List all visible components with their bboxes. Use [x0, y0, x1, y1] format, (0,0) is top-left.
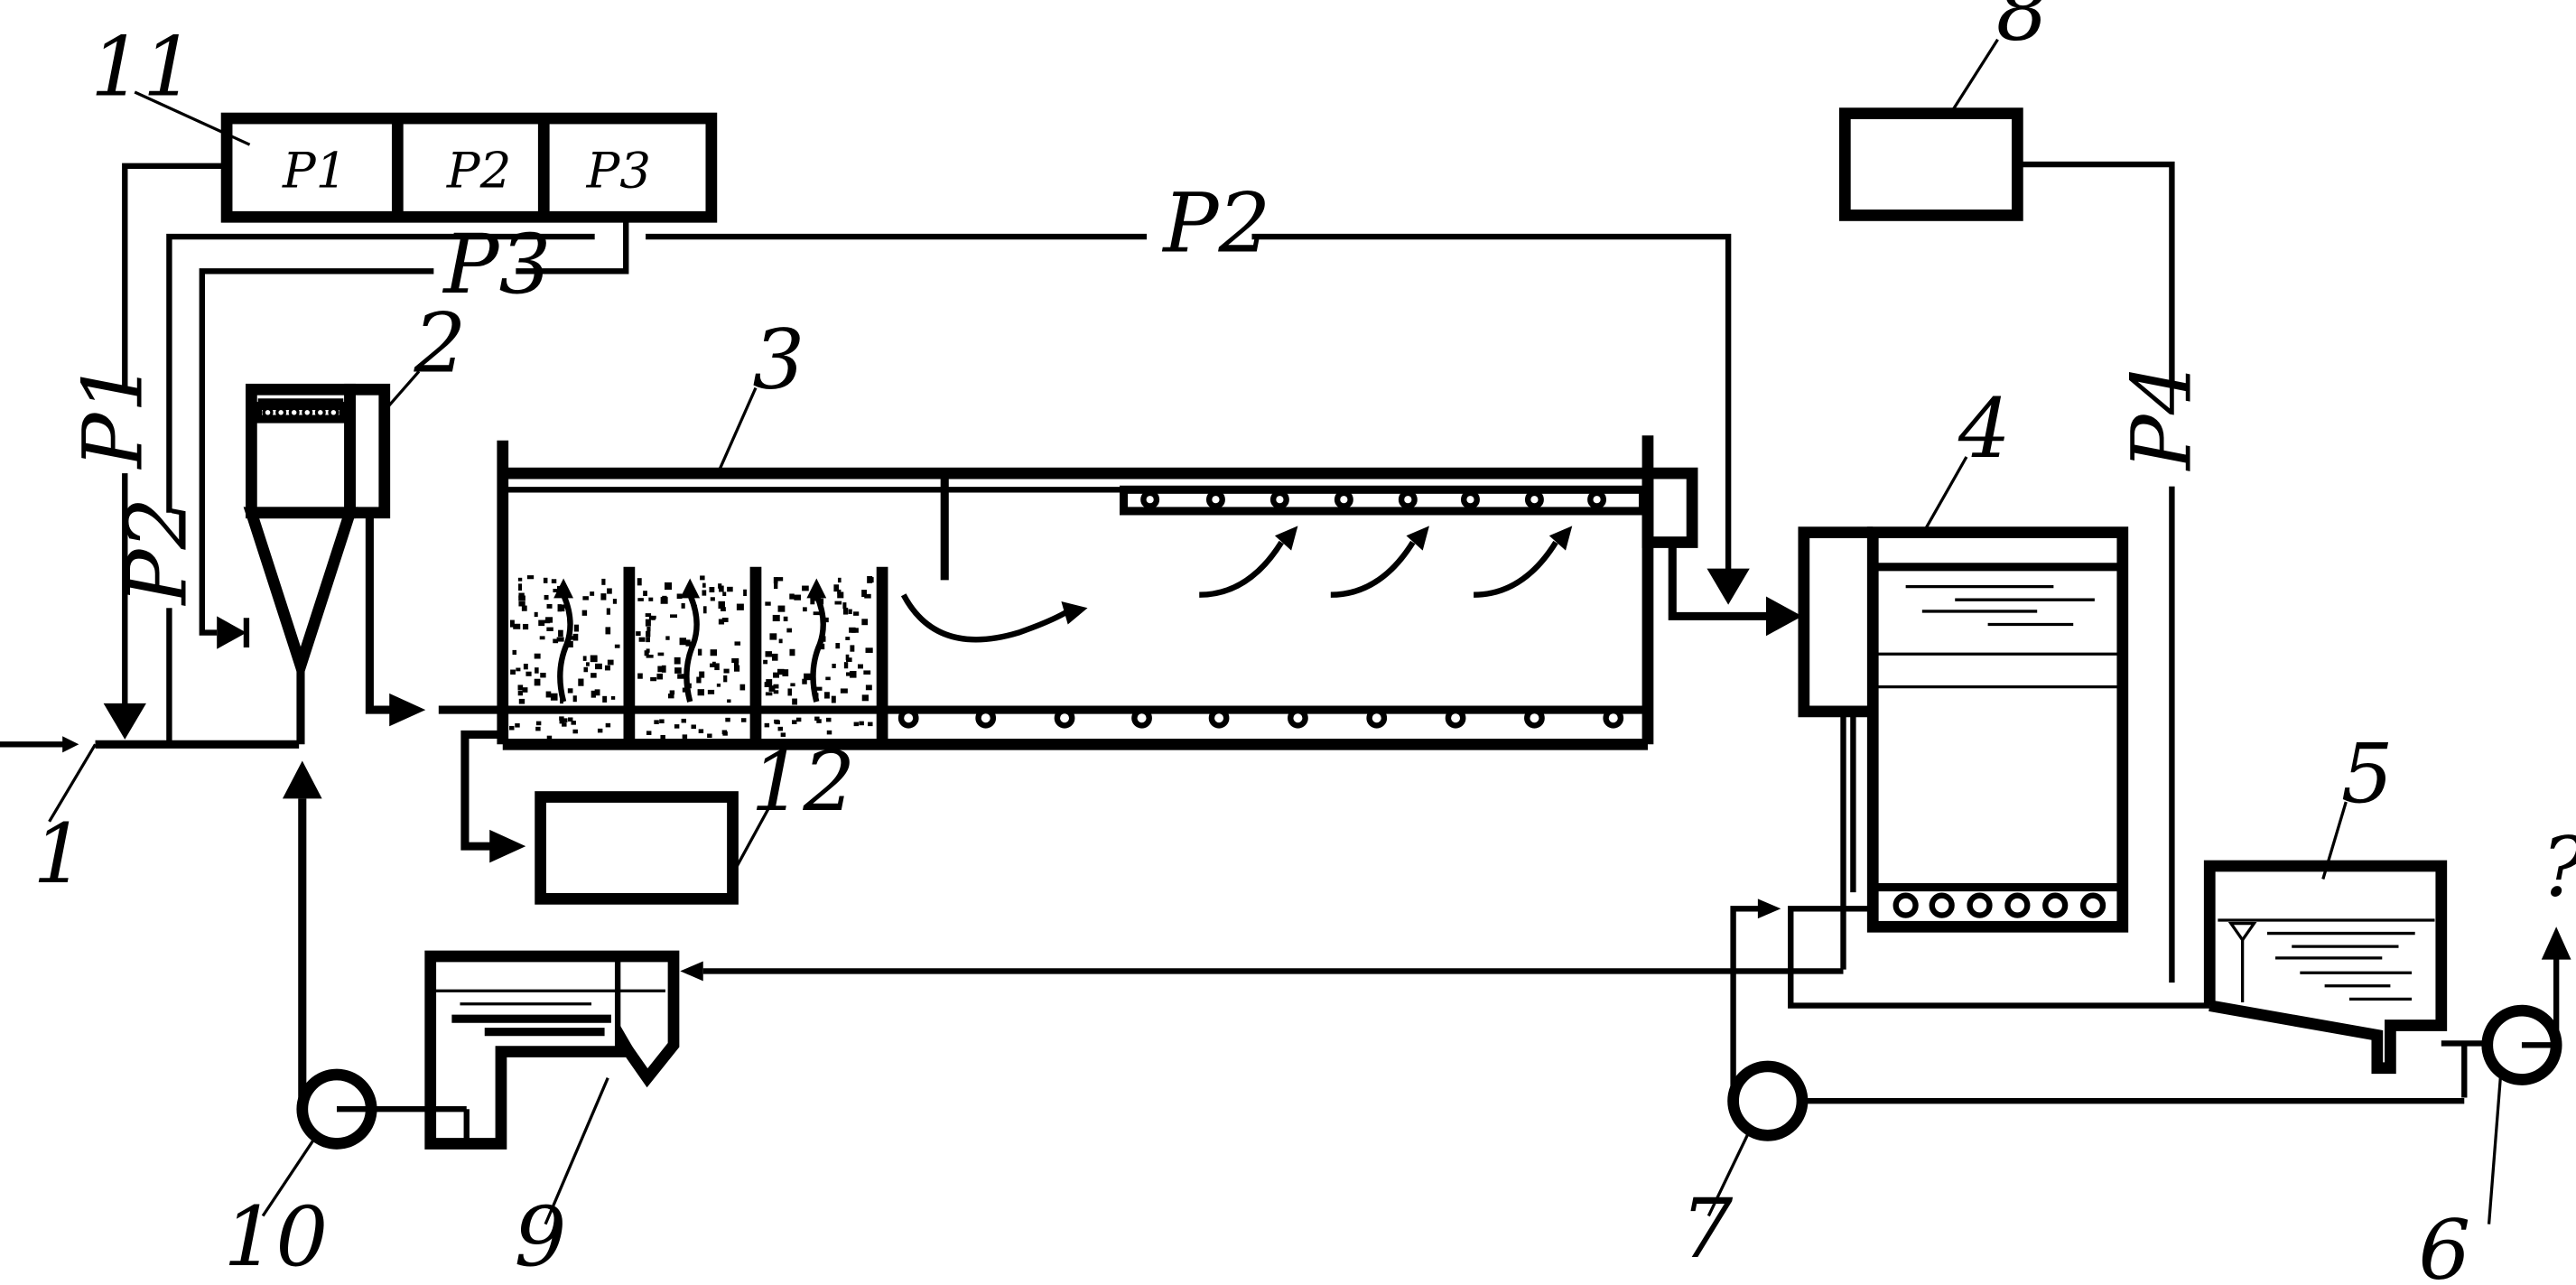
p1-line-label: P1	[66, 361, 161, 470]
sludge-return-line	[680, 961, 1844, 982]
label-4: 4	[1958, 382, 2011, 477]
p1-dosing-line	[103, 163, 228, 740]
separator-9	[424, 950, 680, 1150]
dosing-cell-p1: P1	[282, 141, 347, 199]
hydrocyclone-2	[243, 383, 507, 745]
p3-dosing-line	[199, 219, 629, 649]
label-12: 12	[751, 735, 856, 830]
label-2: 2	[414, 296, 467, 391]
pump-10	[282, 760, 467, 1150]
dosing-cell-p2: P2	[446, 141, 511, 199]
dosing-cell-p3: P3	[586, 141, 651, 199]
unit-8	[1838, 107, 2023, 221]
inlet-pipe	[0, 736, 300, 753]
label-6: 6	[2418, 1204, 2470, 1285]
label-11: 11	[90, 21, 195, 116]
p2-top-line-label: P2	[1161, 176, 1270, 271]
label-7: 7	[1680, 1182, 1733, 1277]
p4-line	[2021, 161, 2175, 983]
p4-line-label: P4	[2115, 362, 2209, 471]
label-1: 1	[33, 807, 85, 902]
sludge-particles	[509, 575, 874, 740]
label-10: 10	[223, 1190, 328, 1285]
p3-line-label: P3	[442, 218, 551, 312]
pump-7	[1727, 899, 2465, 1141]
settling-tank-5	[2203, 860, 2485, 1098]
pump-6	[2481, 927, 2571, 1085]
outlet-mark: ?	[2542, 821, 2576, 916]
dosing-unit-11: P1 P2 P3	[220, 112, 718, 223]
label-5: 5	[2341, 727, 2394, 822]
label-9: 9	[515, 1190, 567, 1285]
clarifier-4	[1788, 526, 2210, 1009]
sludge-collector-12	[535, 791, 739, 905]
label-8: 8	[1996, 0, 2049, 60]
label-3: 3	[752, 312, 804, 407]
leader-lines	[48, 38, 2502, 1225]
p2-left-line-label: P2	[111, 498, 206, 607]
aeration-bubbles	[897, 489, 1624, 729]
